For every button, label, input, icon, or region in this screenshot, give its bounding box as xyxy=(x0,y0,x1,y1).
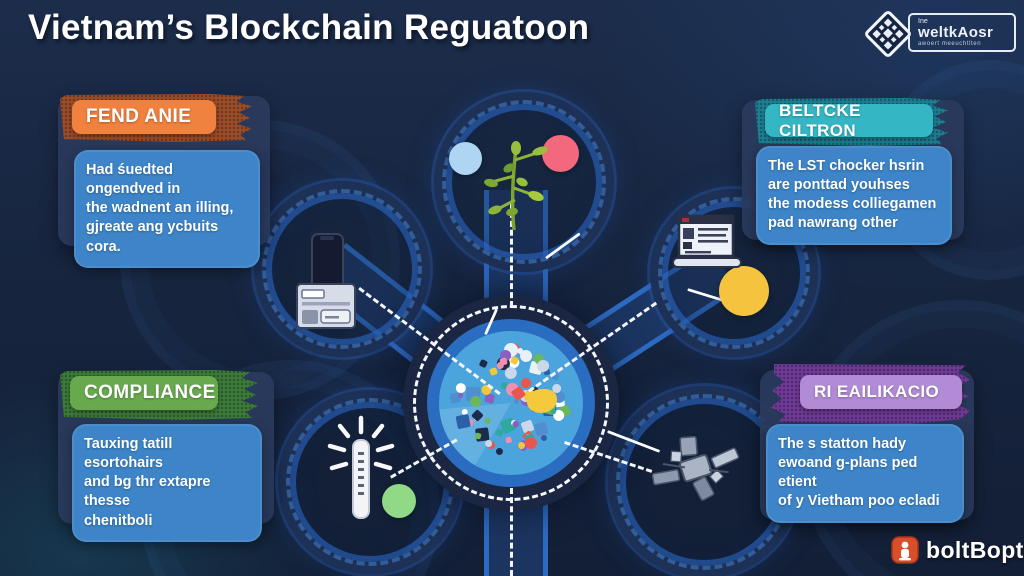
callout-header-ri-eailikacio: RI EAILIKACIO xyxy=(800,375,962,409)
hub-icon-cluster xyxy=(439,331,583,475)
dot-pink xyxy=(542,135,579,172)
space-station-icon xyxy=(651,436,740,501)
page-title: Vietnam’s Blockchain Reguatoon xyxy=(28,8,590,47)
callout-header-fend-anie: FEND ANIE xyxy=(72,100,216,134)
hub-core xyxy=(439,331,583,475)
qr-diamond-icon xyxy=(865,11,911,57)
callout-header-compliance: COMPLIANCE xyxy=(70,376,218,410)
callout-body-beltcke-ciltron: The LST chocker hsrin are ponttad youhse… xyxy=(756,146,952,245)
corner-badge-topline: Ine xyxy=(918,18,928,25)
callout-body-fend-anie: Had śuedted ongendved in the wadnent an … xyxy=(74,150,260,268)
bolt-app-icon xyxy=(891,536,919,564)
dashed-line-bottom-road xyxy=(510,488,513,576)
laptop-document-icon xyxy=(672,214,742,268)
dot-green xyxy=(382,484,416,518)
callout-body-compliance: Tauxing tatill esortohairs and bg thr ex… xyxy=(72,424,262,542)
dashed-line-top-road xyxy=(510,203,513,307)
beacon-tower-icon xyxy=(327,415,395,519)
corner-brand-badge: Ine weltkAosr awoert meeuchtlten xyxy=(908,13,1016,53)
callout-header-beltcke-ciltron: BELTCKE CILTRON xyxy=(765,101,933,140)
footer-logo-text: boltBopt xyxy=(926,536,1024,563)
corner-badge-subline: awoert meeuchtlten xyxy=(918,41,982,48)
callout-body-ri-eailikacio: The s statton hady ewoand g-plans ped et… xyxy=(766,424,964,523)
footer-logo: boltBopt xyxy=(891,536,1024,564)
plant-icon xyxy=(484,141,548,231)
dot-lightblue xyxy=(449,142,482,175)
hub-yellow-blob xyxy=(527,389,557,413)
corner-badge-name: weltkAosr xyxy=(918,24,994,42)
dot-yellow xyxy=(719,266,769,316)
phone-terminal-icon xyxy=(296,233,356,329)
central-hub xyxy=(403,295,619,511)
